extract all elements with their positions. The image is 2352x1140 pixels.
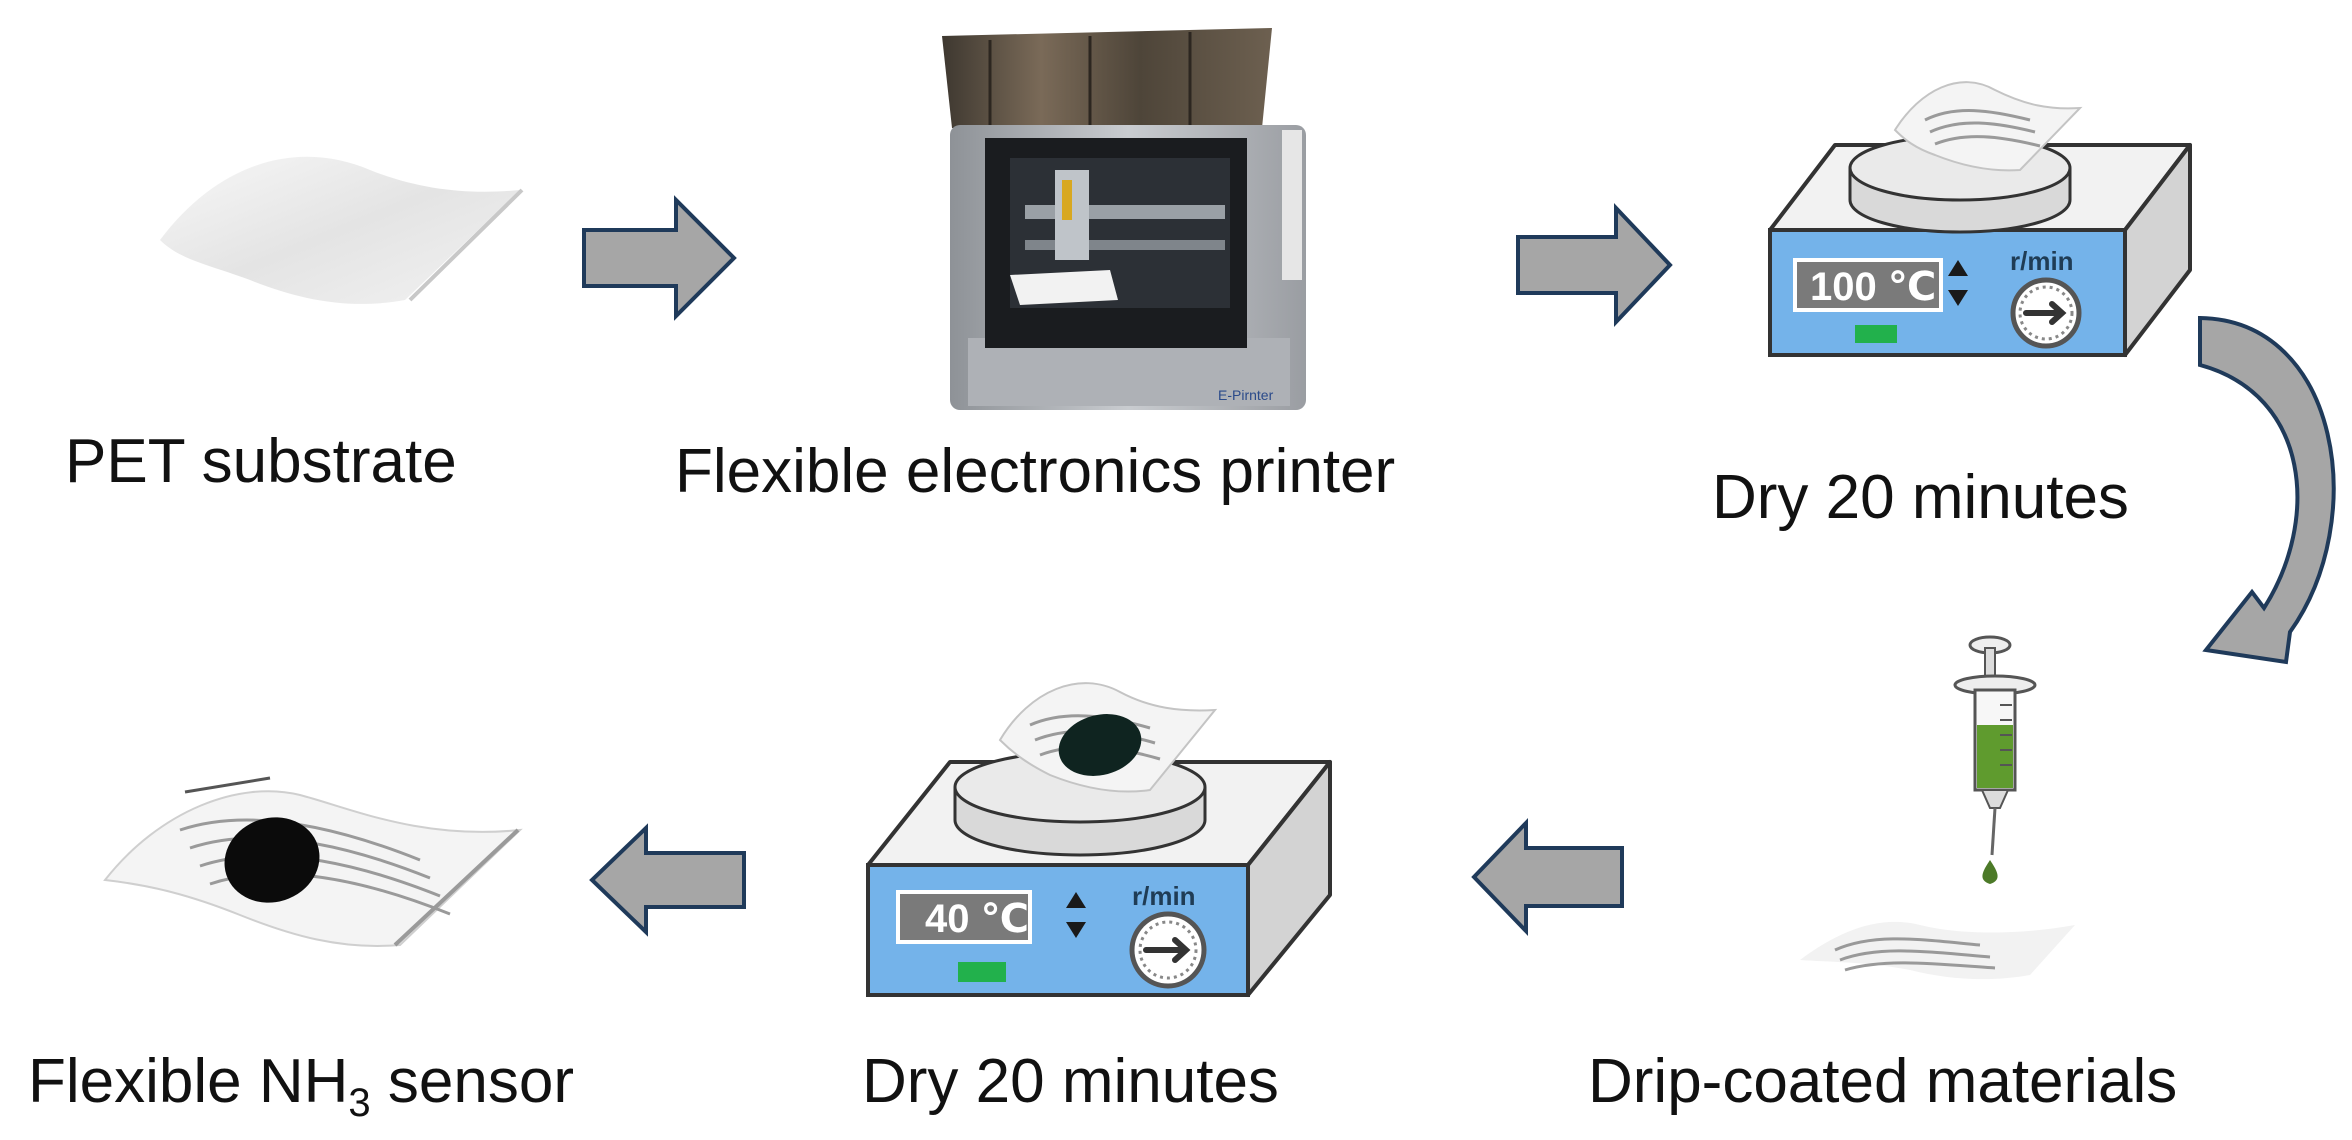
printer-label: Flexible electronics printer [675, 437, 1395, 506]
drip-coated-label: Drip-coated materials [1588, 1047, 2177, 1116]
hotplate-1: 100 ℃ r/min [1768, 81, 2192, 357]
down-arrow-icon [1066, 922, 1086, 938]
syringe-illustration [1953, 635, 2037, 884]
temperature-value: 100 ℃ [1810, 265, 1936, 309]
right-arrow-icon [582, 195, 737, 321]
left-arrow-icon [1471, 818, 1624, 936]
pet-substrate-label: PET substrate [65, 427, 457, 496]
speed-unit-label: r/min [2010, 246, 2074, 276]
sensing-film-spot [224, 817, 320, 903]
nh3-sensor-label: Flexible NH3 sensor [28, 1047, 574, 1125]
nh3-sensor-label-subscript: 3 [348, 1081, 370, 1125]
coating-spot [1058, 714, 1142, 776]
temperature-display [896, 890, 1032, 944]
arrow-right-icon [1143, 937, 1191, 963]
arrow-right-icon [2023, 301, 2067, 325]
svg-text:E-Pirnter: E-Pirnter [1218, 387, 1274, 403]
up-arrow-icon [1066, 892, 1086, 908]
curved-arrow-icon [2198, 315, 2336, 665]
right-arrow-icon [1516, 202, 1673, 328]
temperature-display [1793, 258, 1943, 312]
droplet-icon [1982, 860, 1998, 884]
power-indicator [958, 962, 1006, 982]
left-arrow-icon [589, 823, 746, 937]
drip-coated-substrate-illustration [1800, 921, 2075, 980]
hotplate-2: 40 ℃ r/min [866, 682, 1332, 997]
dry-label-1: Dry 20 minutes [1712, 463, 2129, 532]
nh3-sensor-label-main: Flexible NH [28, 1047, 348, 1116]
pet-substrate-illustration [160, 156, 524, 304]
nh3-sensor-label-suffix: sensor [371, 1047, 574, 1116]
temperature-value: 40 ℃ [925, 897, 1029, 941]
power-indicator [1855, 325, 1897, 343]
dry-label-2: Dry 20 minutes [862, 1047, 1279, 1116]
nh3-sensor-illustration [103, 776, 523, 947]
printer-illustration: E-Pirnter [942, 28, 1306, 410]
down-arrow-icon [1948, 290, 1968, 306]
speed-unit-label: r/min [1132, 881, 1196, 911]
up-arrow-icon [1948, 260, 1968, 276]
